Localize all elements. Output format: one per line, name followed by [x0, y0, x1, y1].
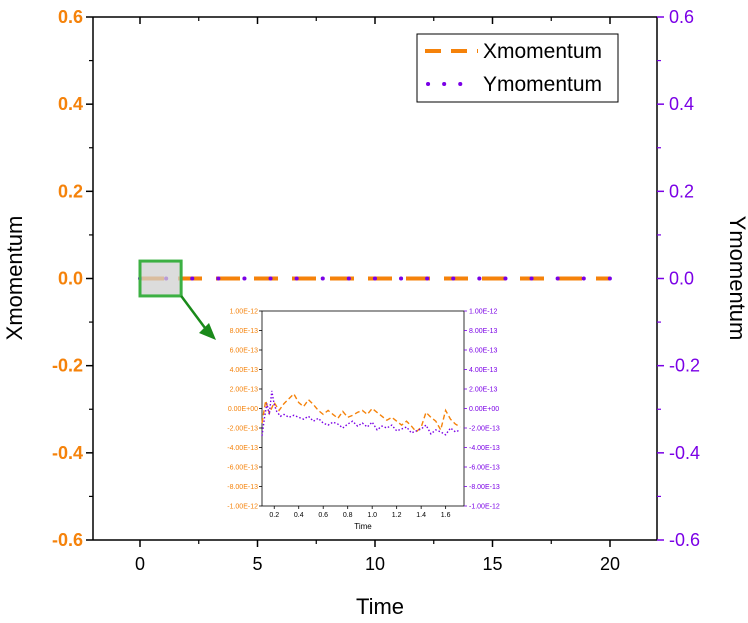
y-right-tick-label: -0.4 [669, 443, 700, 463]
inset-y-left-tick-label: 6.00E-13 [230, 348, 259, 355]
y-right-tick-label: 0.2 [669, 181, 694, 201]
inset-y-right-tick-label: -1.00E-12 [469, 504, 500, 511]
y-right-tick-label: 0.0 [669, 269, 694, 289]
zoom-arrow-line [180, 295, 210, 333]
y-left-axis-title: Xmomentum [2, 216, 27, 341]
inset-y-left-tick-label: 0.00E+00 [228, 406, 258, 413]
inset-y-right-tick-label: -8.00E-13 [469, 484, 500, 491]
inset-frame [261, 310, 465, 507]
inset-y-left-tick-label: -4.00E-13 [227, 445, 258, 452]
inset-y-left-tick-label: -2.00E-13 [227, 426, 258, 433]
y-left-tick-label: 0.2 [58, 181, 83, 201]
main-plot: 0 5 10 15 20 -0.6 -0.6 -0.4 -0.4 -0.2 -0.2 0.0 0.0 0.… [2, 7, 748, 619]
y-right-tick-label: -0.6 [669, 530, 700, 550]
y-left-tick-label: -0.6 [52, 530, 83, 550]
inset-y-left-tick-label: -8.00E-13 [227, 484, 258, 491]
x-tick-label: 15 [482, 554, 502, 574]
legend-box [416, 33, 619, 103]
y-left-tick-label: 0.6 [58, 7, 83, 27]
inset-x-tick-label: 1.4 [416, 512, 426, 519]
y-right-tick-label: -0.2 [669, 356, 700, 376]
inset-y-left-tick-label: -6.00E-13 [227, 465, 258, 472]
inset-y-right-tick-label: 4.00E-13 [469, 367, 498, 374]
inset-y-right-tick-label: 6.00E-13 [469, 348, 498, 355]
inset-y-left-tick-label: 2.00E-13 [230, 387, 259, 394]
x-tick-label: 0 [135, 554, 145, 574]
inset-y-left-tick-label: 1.00E-12 [230, 309, 259, 316]
y-right-tick-label: 0.4 [669, 94, 694, 114]
inset-x-tick-label: 0.6 [318, 512, 328, 519]
inset-x-tick-label: 0.4 [294, 512, 304, 519]
inset-x-tick-label: 0.8 [343, 512, 353, 519]
zoom-arrow-head [199, 323, 216, 340]
inset-x-tick-label: 0.2 [269, 512, 279, 519]
x-tick-label: 20 [600, 554, 620, 574]
inset-x-tick-label: 1.0 [367, 512, 377, 519]
inset-y-right-tick-label: -6.00E-13 [469, 465, 500, 472]
y-left-tick-label: 0.4 [58, 94, 83, 114]
inset-x-tick-label: 1.2 [392, 512, 402, 519]
zoom-highlight-box [138, 259, 183, 298]
inset-x-tick-label: 1.6 [441, 512, 451, 519]
y-left-tick-label: -0.2 [52, 356, 83, 376]
x-tick-label: 10 [365, 554, 385, 574]
y-left-tick-label: 0.0 [58, 269, 83, 289]
inset-x-axis-title: Time [354, 522, 372, 531]
inset-y-left-tick-label: 8.00E-13 [230, 328, 259, 335]
inset-y-right-tick-label: 1.00E-12 [469, 309, 498, 316]
inset-y-right-tick-label: -4.00E-13 [469, 445, 500, 452]
inset-y-left-tick-label: -1.00E-12 [227, 504, 258, 511]
inset-y-left-tick-label: 4.00E-13 [230, 367, 259, 374]
x-tick-label: 5 [252, 554, 262, 574]
inset-series-ymomentum-line [261, 390, 461, 436]
inset-y-right-tick-label: 0.00E+00 [469, 406, 499, 413]
inset-y-right-tick-label: -2.00E-13 [469, 426, 500, 433]
legend-xmomentum-label: Xmomentum [483, 40, 602, 63]
y-left-tick-label: -0.4 [52, 443, 83, 463]
x-axis-title: Time [356, 594, 404, 619]
inset-y-right-tick-label: 2.00E-13 [469, 387, 498, 394]
y-right-tick-label: 0.6 [669, 7, 694, 27]
legend-ymomentum-label: Ymomentum [483, 73, 602, 96]
zoom-highlight-region [138, 259, 216, 340]
y-right-axis-title: Ymomentum [725, 216, 748, 341]
inset-y-right-tick-label: 8.00E-13 [469, 328, 498, 335]
